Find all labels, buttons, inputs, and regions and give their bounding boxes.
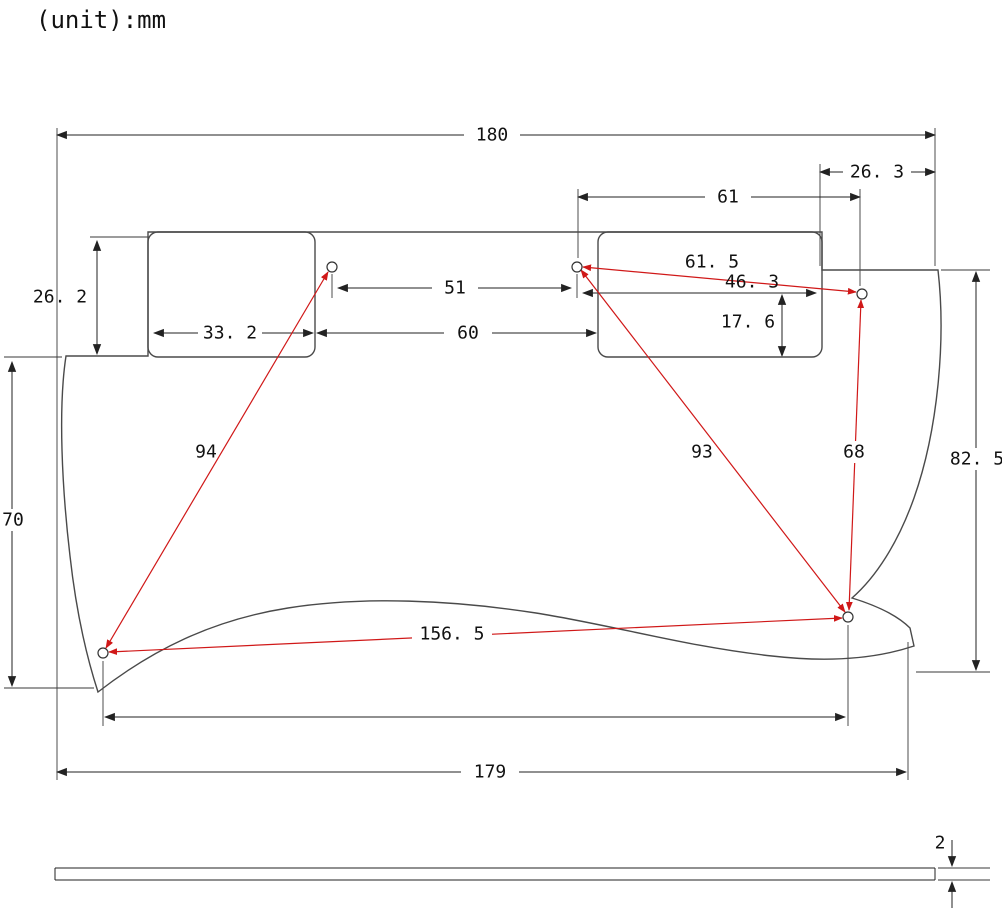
screw-hole-4 xyxy=(842,611,854,623)
red-line-hole2-hole4 xyxy=(580,269,846,613)
red-line-hole2-hole3 xyxy=(582,264,857,295)
red-line-hole1-hole5 xyxy=(105,271,329,649)
pickguard-body-outline xyxy=(60,231,942,694)
screw-hole-5 xyxy=(97,647,109,659)
dim-hole3-hole4-label: 68 xyxy=(843,442,865,463)
dim-bottom-holes-label: 156. 5 xyxy=(419,624,484,645)
dim-cutout-gap-label: 60 xyxy=(457,323,479,344)
dim-hole2-hole3-label: 61. 5 xyxy=(685,252,739,273)
screw-hole-1 xyxy=(326,261,338,273)
screw-hole-2 xyxy=(571,261,583,273)
screw-holes xyxy=(97,261,868,659)
dim-top-holes-spacing-label: 51 xyxy=(444,278,466,299)
dim-right-height-label: 82. 5 xyxy=(950,449,1002,470)
dim-cutout-height-label: 26. 2 xyxy=(33,287,87,308)
dim-total-width-label: 180 xyxy=(476,125,509,146)
dim-top-hole-span-label: 61 xyxy=(717,187,739,208)
dim-hole2-edge-label: 46. 3 xyxy=(725,272,779,293)
dimension-labels: (unit):mm 180 26. 3 61 26. 2 51 61. 5 46… xyxy=(2,6,1002,854)
dim-hole2-hole4-label: 93 xyxy=(691,442,713,463)
dim-left-cutout-width-label: 33. 2 xyxy=(203,323,257,344)
pickguard-outline xyxy=(60,231,942,694)
dim-thickness-label: 2 xyxy=(935,833,946,854)
unit-label: (unit):mm xyxy=(36,6,166,34)
dim-bottom-width-label: 179 xyxy=(474,762,507,783)
dim-hole3-offset-label: 17. 6 xyxy=(721,312,775,333)
dim-top-right-offset-label: 26. 3 xyxy=(850,162,904,183)
label-backgrounds xyxy=(0,124,1002,783)
screw-hole-3 xyxy=(856,288,868,300)
dim-hole1-hole5-label: 94 xyxy=(195,442,217,463)
dim-left-height-label: 70 xyxy=(2,510,24,531)
side-view xyxy=(54,867,936,881)
extension-lines xyxy=(4,128,990,881)
dimension-lines xyxy=(7,130,981,908)
